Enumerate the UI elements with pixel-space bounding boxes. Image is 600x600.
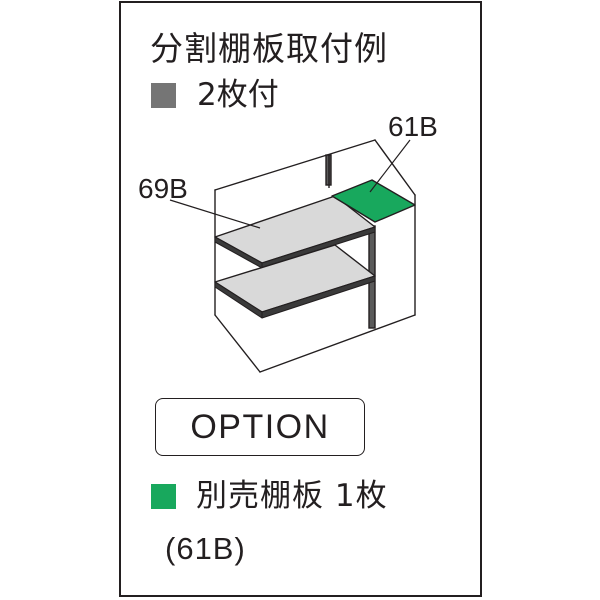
cabinet-back-edge xyxy=(214,139,376,191)
option-badge: OPTION xyxy=(155,398,365,456)
callout-label-61b: 61B xyxy=(388,111,438,142)
lower-left-shelf xyxy=(214,244,376,319)
green-legend-swatch xyxy=(151,484,176,509)
cabinet-top-right-edge xyxy=(374,139,416,196)
shelf-diagram: 69B 61B xyxy=(138,111,438,373)
cabinet-bottom-right-edge xyxy=(259,314,416,373)
panel-title: 分割棚板取付例 xyxy=(150,29,388,68)
cabinet-bottom-front-edge xyxy=(214,314,261,373)
upper-left-shelf xyxy=(214,195,376,269)
option-model-code: (61B) xyxy=(165,531,246,566)
gray-legend-swatch xyxy=(151,83,176,108)
option-label: OPTION xyxy=(190,408,330,446)
callout-leader-69b xyxy=(169,199,261,229)
optional-green-shelf xyxy=(331,179,416,223)
callout-label-69b: 69B xyxy=(138,173,188,204)
included-quantity-label: 2枚付 xyxy=(197,77,279,113)
sold-separately-label: 別売棚板 1枚 xyxy=(196,478,388,514)
callout-leader-61b xyxy=(369,139,411,193)
